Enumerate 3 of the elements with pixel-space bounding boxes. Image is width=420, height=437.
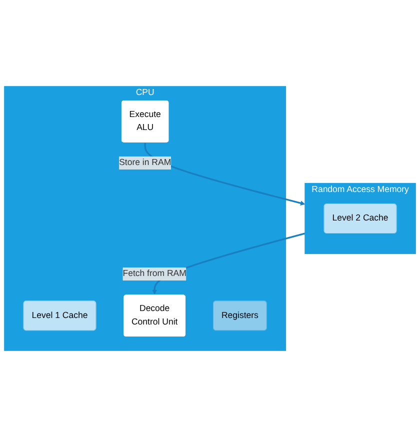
arrow [144,142,306,206]
edge-label: Store in RAM [119,158,172,168]
edge-label: Fetch from RAM [122,269,186,278]
